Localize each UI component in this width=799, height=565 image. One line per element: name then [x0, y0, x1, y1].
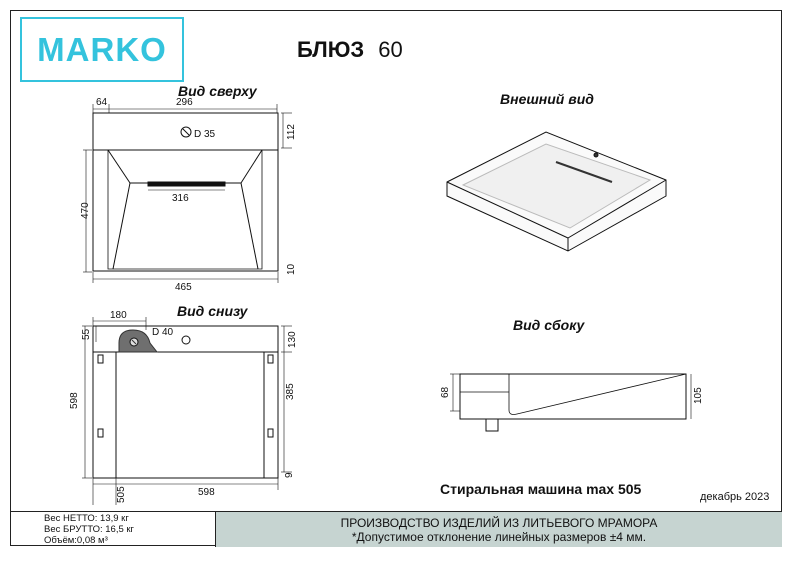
product-name: БЛЮЗ — [297, 37, 365, 62]
dim-385: 385 — [285, 383, 296, 400]
top-view-drawing — [83, 104, 292, 283]
footer-band: ПРОИЗВОДСТВО ИЗДЕЛИЙ ИЗ ЛИТЬЕВОГО МРАМОР… — [216, 512, 782, 547]
spec-gross-weight: Вес БРУТТО: 16,5 кг — [44, 524, 135, 535]
specs-block: Вес НЕТТО: 13,9 кг Вес БРУТТО: 16,5 кг О… — [10, 512, 216, 547]
dim-465: 465 — [175, 282, 192, 293]
date-note: декабрь 2023 — [700, 491, 770, 503]
bottom-view-drawing — [82, 317, 292, 505]
dim-130: 130 — [287, 331, 298, 348]
spec-net-weight: Вес НЕТТО: 13,9 кг — [44, 513, 129, 524]
product-title: БЛЮЗ 60 — [297, 37, 403, 63]
dim-296: 296 — [176, 97, 193, 108]
dim-105: 105 — [693, 387, 704, 404]
spec-volume: Объём:0,08 м³ — [44, 535, 108, 546]
brand-logo: MARKO — [20, 17, 184, 82]
side-view-drawing — [450, 373, 692, 432]
product-size: 60 — [378, 37, 403, 62]
dim-112: 112 — [286, 124, 297, 140]
footer-line-2: *Допустимое отклонение линейных размеров… — [351, 529, 647, 544]
washer-note: Стиральная машина max 505 — [440, 481, 642, 497]
bottom-view-label: Вид снизу — [177, 303, 248, 319]
dim-55: 55 — [81, 328, 92, 340]
dim-9: 9 — [284, 472, 295, 478]
dim-598-vertical: 598 — [69, 392, 80, 409]
dim-10: 10 — [286, 263, 297, 275]
dim-598-horizontal: 598 — [198, 487, 215, 498]
dim-180: 180 — [110, 310, 127, 321]
dim-64: 64 — [96, 97, 108, 108]
dim-d35: D 35 — [194, 129, 216, 140]
title-block: Вес НЕТТО: 13,9 кг Вес БРУТТО: 16,5 кг О… — [10, 511, 782, 547]
external-view-drawing — [446, 131, 667, 252]
dim-505: 505 — [116, 486, 127, 503]
dim-470: 470 — [80, 202, 91, 219]
external-view-label: Внешний вид — [500, 91, 594, 107]
dim-d40: D 40 — [152, 327, 174, 338]
dim-68: 68 — [440, 386, 451, 398]
dim-316: 316 — [172, 193, 189, 204]
side-view-label: Вид сбоку — [513, 317, 585, 333]
top-view-label: Вид сверху — [178, 83, 257, 99]
footer-line-1: ПРОИЗВОДСТВО ИЗДЕЛИЙ ИЗ ЛИТЬЕВОГО МРАМОР… — [340, 515, 658, 530]
